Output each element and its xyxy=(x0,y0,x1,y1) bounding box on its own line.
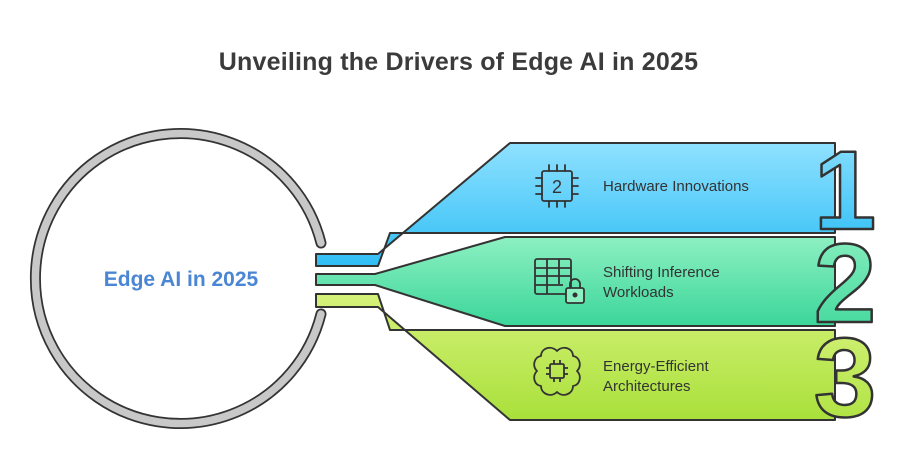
chip-icon-text: 2 xyxy=(552,177,562,197)
center-label: Edge AI in 2025 xyxy=(103,268,259,291)
driver-label-2-line1: Shifting Inference xyxy=(603,264,720,281)
table-lock-icon xyxy=(534,258,585,304)
driver-label-2: Shifting Inference Workloads xyxy=(603,263,720,303)
driver-number-3: 3 xyxy=(814,315,876,440)
driver-label-3-line2: Architectures xyxy=(603,378,691,395)
driver-band-1 xyxy=(315,142,836,267)
driver-band-2 xyxy=(315,236,836,327)
center-ring xyxy=(29,128,327,429)
processor-chip-icon: 2 xyxy=(535,164,579,208)
brain-chip-icon xyxy=(533,346,581,396)
driver-label-3: Energy-Efficient Architectures xyxy=(603,357,709,397)
driver-number-1: 1 xyxy=(814,128,876,253)
driver-label-1: Hardware Innovations xyxy=(603,177,749,197)
driver-number-2: 2 xyxy=(814,221,876,346)
driver-label-2-line2: Workloads xyxy=(603,284,674,301)
page-title: Unveiling the Drivers of Edge AI in 2025 xyxy=(218,48,699,76)
driver-label-3-line1: Energy-Efficient xyxy=(603,358,709,375)
driver-label-1-text: Hardware Innovations xyxy=(603,178,749,195)
